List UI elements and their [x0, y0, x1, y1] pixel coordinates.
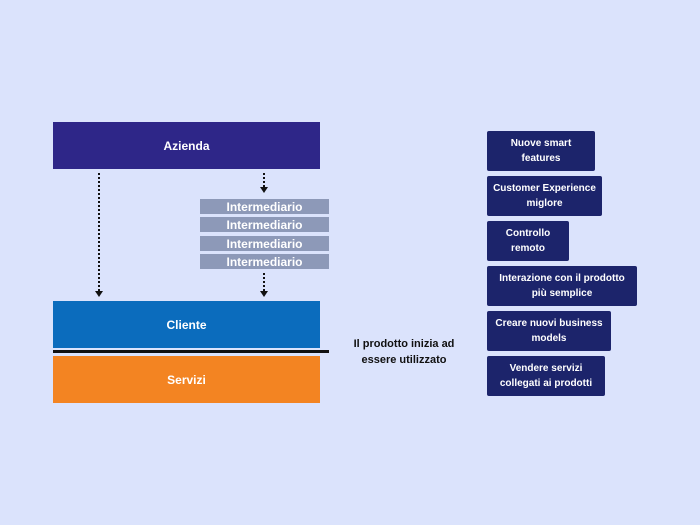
servizi-box: Servizi — [53, 356, 320, 403]
cliente-box: Cliente — [53, 301, 320, 348]
intermediario-box: Intermediario — [200, 199, 329, 214]
azienda-to-cliente-arrowhead — [95, 291, 103, 297]
feature-label: Creare nuovi business models — [495, 318, 603, 344]
feature-label: Nuove smart features — [510, 138, 572, 164]
intermediario-label: Intermediario — [226, 236, 303, 251]
azienda-to-intermediario-connector — [263, 173, 265, 187]
feature-box: Interazione con il prodotto più semplice — [487, 266, 637, 306]
cliente-label: Cliente — [166, 317, 207, 332]
intermediario-label: Intermediario — [226, 254, 303, 269]
feature-label: Interazione con il prodotto più semplice — [499, 273, 625, 299]
azienda-box: Azienda — [53, 122, 320, 169]
usage-caption: Il prodotto inizia ad essere utilizzato — [353, 338, 455, 366]
feature-box: Controllo remoto — [487, 221, 569, 261]
azienda-label: Azienda — [163, 138, 210, 153]
intermediario-to-cliente-connector — [263, 273, 265, 291]
feature-label: Customer Experience miglore — [493, 183, 596, 209]
feature-box: Creare nuovi business models — [487, 311, 611, 351]
intermediario-label: Intermediario — [226, 199, 303, 214]
feature-box: Vendere servizi collegati ai prodotti — [487, 356, 605, 396]
azienda-to-cliente-connector — [98, 173, 100, 291]
intermediario-label: Intermediario — [226, 217, 303, 232]
intermediario-box: Intermediario — [200, 254, 329, 269]
azienda-to-intermediario-arrowhead — [260, 187, 268, 193]
intermediario-to-cliente-arrowhead — [260, 291, 268, 297]
feature-box: Nuove smart features — [487, 131, 595, 171]
feature-label: Vendere servizi collegati ai prodotti — [499, 363, 593, 389]
intermediario-box: Intermediario — [200, 217, 329, 232]
divider-line — [53, 350, 329, 353]
feature-label: Controllo remoto — [505, 228, 551, 254]
servizi-label: Servizi — [167, 372, 206, 387]
feature-box: Customer Experience miglore — [487, 176, 602, 216]
intermediario-box: Intermediario — [200, 236, 329, 251]
